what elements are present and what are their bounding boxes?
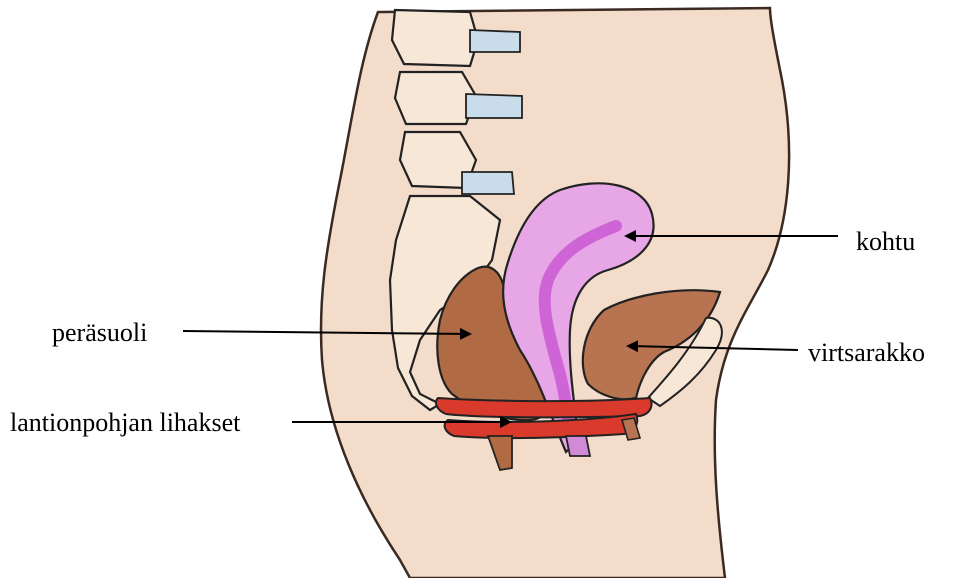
disc xyxy=(466,94,522,118)
vagina-outlet xyxy=(566,436,590,456)
label-lantionpohjan-lihakset: lantionpohjan lihakset xyxy=(10,410,240,436)
vertebra xyxy=(395,72,476,124)
pelvic-floor-muscle-upper xyxy=(436,398,651,417)
vertebra xyxy=(392,10,478,66)
label-virtsarakko: virtsarakko xyxy=(808,340,925,366)
label-kohtu: kohtu xyxy=(856,229,915,255)
disc xyxy=(462,172,514,194)
disc xyxy=(470,30,520,52)
label-perasuoli: peräsuoli xyxy=(52,320,147,346)
